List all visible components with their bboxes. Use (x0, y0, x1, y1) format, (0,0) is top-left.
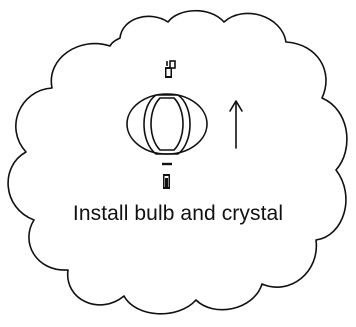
bulb-connector-icon (165, 60, 176, 78)
arrow-up-icon (229, 100, 243, 149)
bulb-base-icon (163, 174, 170, 189)
cloud-outline-icon (7, 10, 348, 315)
caption-text: Install bulb and crystal (72, 202, 284, 225)
crystal-globe-icon (126, 93, 208, 166)
